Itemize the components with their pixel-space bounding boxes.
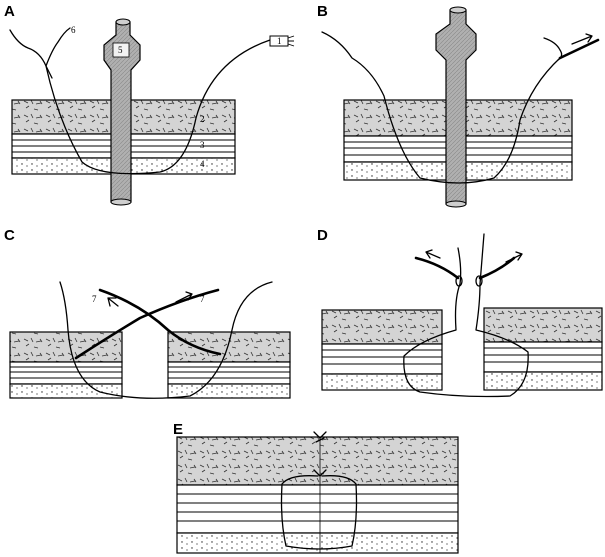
tube: [103, 18, 141, 206]
tissue-right: [483, 307, 603, 391]
knot-loop-right: [475, 275, 483, 287]
panel-d: D: [317, 227, 603, 398]
suture-thread: [403, 233, 529, 398]
panel-a: A 6 5 1 2 3 4: [4, 3, 295, 206]
suture-thread: [59, 281, 273, 399]
label-3: 3: [200, 140, 205, 150]
tube: [435, 6, 477, 208]
panel-label: E: [173, 421, 183, 438]
label-4: 4: [200, 159, 205, 169]
panel-e: E: [173, 421, 459, 554]
arrow-icon: [571, 33, 593, 45]
tissue-left: [321, 309, 443, 391]
panel-label: C: [4, 227, 15, 244]
thread-free-end: [45, 27, 71, 79]
thread-end-left: [414, 256, 460, 280]
thread-crossing-right: [98, 288, 222, 356]
label-6: 6: [71, 25, 76, 35]
tissue-layers: [176, 436, 459, 554]
panel-b: B: [317, 3, 600, 208]
needle: [558, 38, 600, 60]
needle: [269, 35, 295, 47]
label-7-left: 7: [92, 294, 97, 304]
label-1: 1: [277, 36, 282, 46]
arrow-icon-left: [107, 297, 119, 307]
thread-loop: [543, 37, 563, 61]
label-7-right: 7: [200, 294, 205, 304]
suture-thread: [9, 29, 271, 175]
panel-label: A: [4, 3, 15, 20]
arrow-icon-right: [175, 291, 193, 303]
suture-loop: [280, 475, 358, 550]
knot-top: [313, 431, 327, 443]
suture-thread: [321, 31, 561, 184]
knot-mark: [313, 469, 327, 477]
tissue-left: [9, 331, 123, 399]
thread-crossing-left: [74, 288, 220, 360]
label-2: 2: [200, 114, 205, 124]
panel-label: B: [317, 3, 328, 20]
tissue-right: [167, 331, 291, 399]
label-5: 5: [118, 45, 123, 55]
panel-label: D: [317, 227, 328, 244]
arrow-icon-left: [425, 249, 441, 259]
thread-end-right: [478, 256, 516, 280]
arrow-icon-right: [505, 251, 523, 263]
panel-c: C 7 7: [4, 227, 291, 399]
knot-loop-left: [455, 275, 463, 287]
